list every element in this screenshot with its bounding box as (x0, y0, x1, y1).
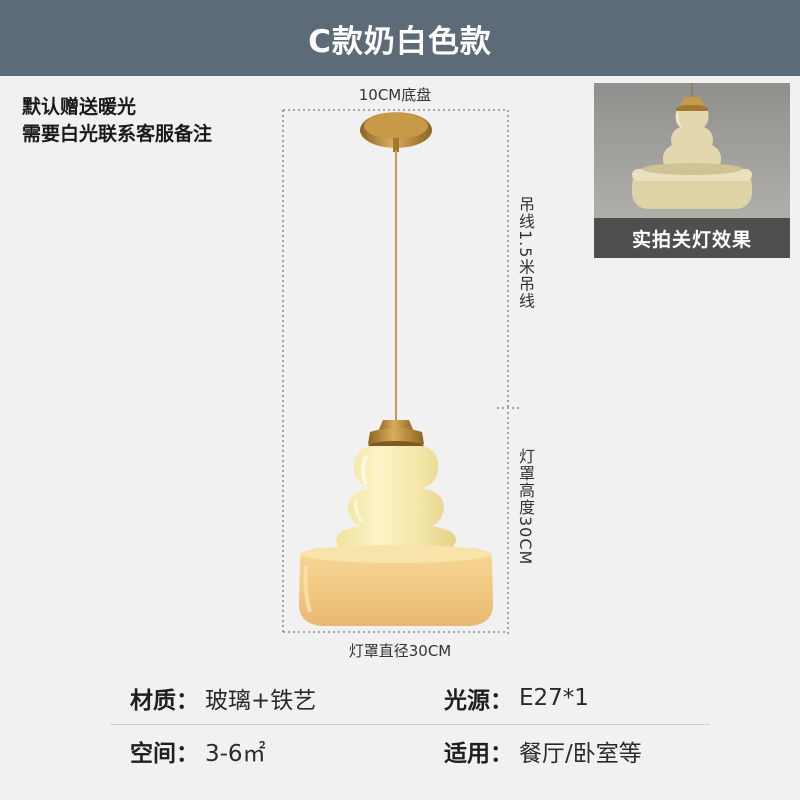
spec-row: 材质： 玻璃+铁艺 光源： E27*1 (110, 672, 710, 724)
spec-label: 空间： (130, 741, 199, 767)
spec-table: 材质： 玻璃+铁艺 光源： E27*1 空间： 3-6㎡ 适用： 餐厅/卧室等 (110, 672, 710, 777)
spec-value: 餐厅/卧室等 (519, 741, 642, 767)
lamp-off-photo (632, 83, 752, 209)
spec-row: 空间： 3-6㎡ 适用： 餐厅/卧室等 (110, 724, 710, 777)
note-line-warm-light: 默认赠送暖光 (22, 96, 137, 118)
light-note: 默认赠送暖光 需要白光联系客服备注 (22, 94, 212, 148)
base-size-label: 10CM底盘 (358, 86, 432, 104)
spec-label: 材质： (130, 688, 199, 714)
spec-light-source: 光源： E27*1 (444, 672, 589, 724)
banner-title: C款奶白色款 (308, 23, 492, 60)
spec-material: 材质： 玻璃+铁艺 (130, 672, 316, 724)
spec-value: 玻璃+铁艺 (205, 688, 317, 714)
off-light-photo-thumbnail[interactable]: 实拍关灯效果 (594, 83, 790, 258)
shade-diameter-label: 灯罩直径30CM (348, 642, 452, 660)
spec-value: 3-6㎡ (205, 741, 266, 767)
note-line-white-light: 需要白光联系客服备注 (22, 123, 213, 145)
title-banner: C款奶白色款 (0, 0, 800, 76)
dimension-guides (282, 109, 520, 635)
cord-length-label: 吊线1.5米吊线 (516, 196, 535, 310)
spec-label: 光源： (444, 688, 513, 714)
spec-label: 适用： (444, 741, 513, 767)
glass-shade (299, 545, 493, 626)
spec-value: E27*1 (519, 685, 589, 711)
glass-neck (336, 446, 456, 554)
thumbnail-caption: 实拍关灯效果 (594, 218, 790, 258)
spec-suitable-for: 适用： 餐厅/卧室等 (444, 725, 642, 777)
spec-space: 空间： 3-6㎡ (130, 725, 266, 777)
shade-height-label: 灯罩高度30CM (516, 448, 535, 566)
